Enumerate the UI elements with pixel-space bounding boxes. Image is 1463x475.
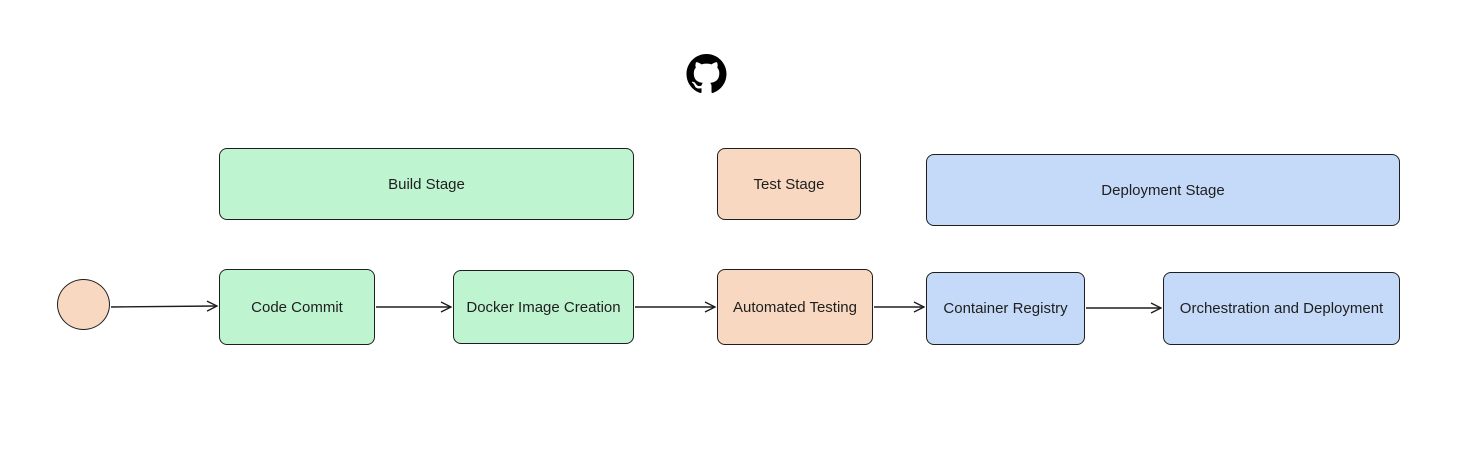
- test-stage-text: Test Stage: [753, 175, 825, 193]
- build-stage-label: Build Stage: [219, 148, 634, 220]
- code-commit-text: Code Commit: [251, 298, 343, 316]
- build-stage-text: Build Stage: [388, 175, 465, 193]
- deployment-stage-label: Deployment Stage: [926, 154, 1400, 226]
- code-commit-node: Code Commit: [219, 269, 375, 345]
- start-node: [57, 279, 110, 330]
- orchestration-deployment-node: Orchestration and Deployment: [1163, 272, 1400, 345]
- deployment-stage-text: Deployment Stage: [1101, 181, 1225, 199]
- automated-testing-text: Automated Testing: [733, 298, 857, 316]
- docker-image-creation-node: Docker Image Creation: [453, 270, 634, 344]
- container-registry-text: Container Registry: [943, 300, 1068, 317]
- orchestration-deployment-text: Orchestration and Deployment: [1179, 300, 1384, 317]
- container-registry-node: Container Registry: [926, 272, 1085, 345]
- github-icon: [686, 54, 727, 94]
- arrow-start-to-commit: [110, 306, 217, 307]
- test-stage-label: Test Stage: [717, 148, 861, 220]
- automated-testing-node: Automated Testing: [717, 269, 873, 345]
- docker-image-creation-text: Docker Image Creation: [466, 298, 621, 316]
